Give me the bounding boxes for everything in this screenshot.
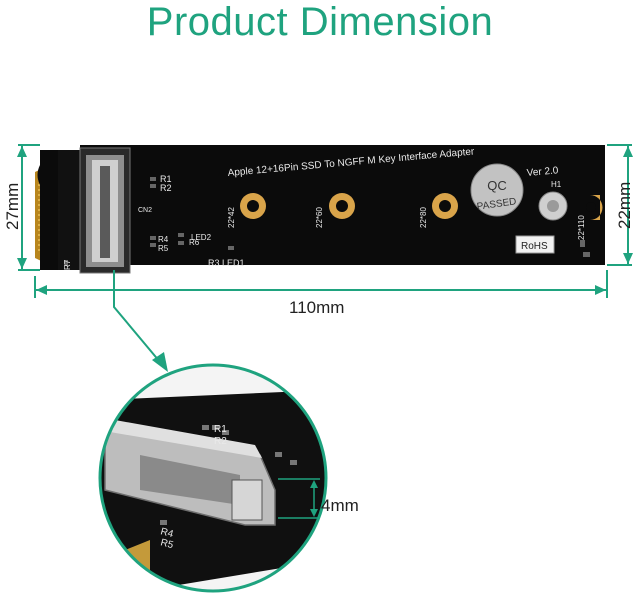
zoom-arrow-line (113, 270, 161, 363)
rohs-sticker (515, 235, 555, 254)
zoom-r4-label: R4 (159, 526, 175, 540)
connector-height-label: 4mm (321, 496, 359, 515)
r1-label: R1 (160, 174, 172, 184)
dimension-lines (18, 144, 632, 298)
r2-label: R2 (160, 183, 172, 193)
zoom-r5-label: R5 (159, 537, 175, 551)
r6-label: R6 (189, 238, 200, 247)
board-version: Ver 2.0 (526, 165, 559, 179)
right-height-dimension-label: 22mm (615, 181, 634, 229)
r3-led1-label: R3 LED1 (208, 258, 245, 268)
zoom-r2-label: R2 (214, 436, 227, 447)
hole-label-22x110: 22*110 (577, 215, 586, 240)
h1-label: H1 (551, 180, 562, 189)
hole-label-22x60: 22*60 (315, 207, 324, 228)
led2-label: LED2 (191, 233, 212, 242)
hole-label-22x80: 22*80 (419, 207, 428, 228)
hole-label-22x42: 22*42 (227, 207, 236, 228)
qc-sticker (470, 163, 524, 217)
height-dimension-label: 27mm (3, 182, 22, 230)
pcb-board: QC PASSED RoHS Apple 12+16Pin SSD To NGF… (35, 145, 605, 274)
zoom-arrow-head (152, 352, 168, 372)
r7-label: R7 (63, 259, 72, 270)
page-title: Product Dimension (146, 0, 494, 44)
width-dimension-label: 110mm (289, 298, 345, 317)
qc-top: QC (487, 178, 507, 193)
zoom-circle-border (98, 363, 328, 593)
zoom-r1-label: R1 (214, 424, 227, 435)
mounting-holes (240, 193, 603, 220)
qc-bottom: PASSED (476, 196, 517, 212)
r4-label: R4 (158, 235, 169, 244)
cn2-label: CN2 (138, 207, 152, 214)
rohs-label: RoHS (521, 241, 548, 252)
r5-label: R5 (158, 244, 169, 253)
